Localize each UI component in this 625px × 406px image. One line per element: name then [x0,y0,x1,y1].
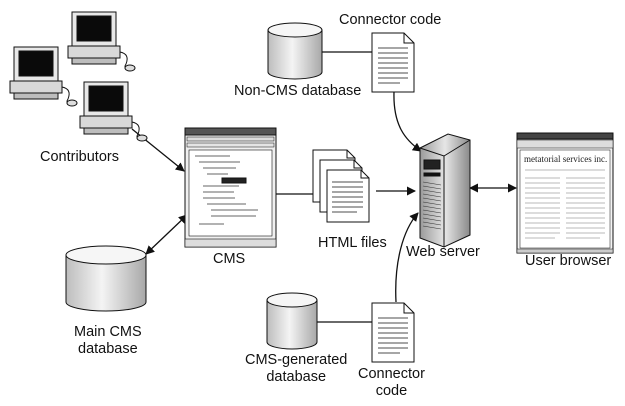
cms-generated-database-label: CMS-generated database [245,352,347,386]
html-files-stack [312,149,370,223]
cms-generated-database-cylinder [266,292,318,350]
main-cms-database-label-line2: database [78,341,138,357]
arrow-connector-bottom-to-server [395,212,419,303]
computer-icon [79,81,148,142]
arrow-main-db-cms [145,214,188,255]
cms-label: CMS [213,251,246,267]
computer-icon [9,46,78,107]
cms-window [184,127,277,248]
cms-generated-database-label-line2: database [266,369,327,385]
connector-code-bottom-label: Connector code [358,366,425,400]
non-cms-database-cylinder [267,22,323,80]
connector-code-bottom-label-line1: Connector [358,366,425,382]
document-icon [326,169,370,223]
cms-generated-database-label-line1: CMS-generated [245,352,348,368]
user-browser-label: User browser [525,253,612,269]
html-files-label: HTML files [318,235,387,251]
connector-code-bottom-label-line2: code [375,383,408,399]
browser-heading-text: metatorial services inc. [524,154,607,164]
user-browser-window: metatorial services inc. [516,132,614,254]
arrow-connector-top-to-server [393,91,422,152]
contributors-label: Contributors [40,149,119,165]
connector-lines [131,51,517,323]
connector-code-document-top [371,32,415,93]
connector-code-document-bottom [371,302,415,363]
web-server-label: Web server [406,244,480,260]
non-cms-database-label: Non-CMS database [234,83,362,99]
main-cms-database-label-line1: Main CMS [74,324,142,340]
main-cms-database-cylinder [65,245,147,312]
main-cms-database-label: Main CMS database [74,324,142,358]
contributors-computers [9,11,148,142]
web-server-tower [419,133,471,248]
connector-code-top-label: Connector code [339,12,442,28]
computer-icon [67,11,136,72]
